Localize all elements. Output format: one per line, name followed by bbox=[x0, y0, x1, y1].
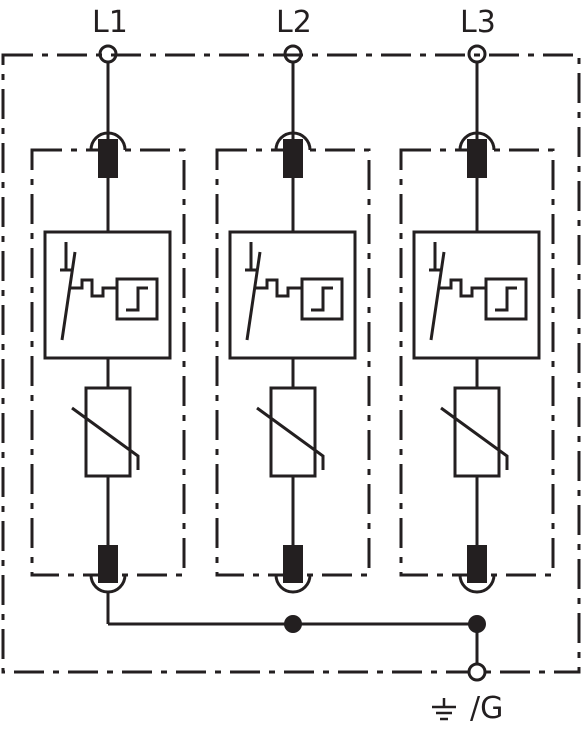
fuse-block bbox=[467, 545, 487, 583]
ground-terminal bbox=[467, 662, 487, 682]
fuse-block bbox=[283, 545, 303, 583]
fuse-block bbox=[283, 139, 303, 178]
connector-arc bbox=[274, 574, 312, 594]
protection-module-3 bbox=[399, 44, 555, 594]
linkage-symbol bbox=[70, 278, 117, 298]
protection-module-2 bbox=[215, 44, 371, 594]
terminal-label-l3: L3 bbox=[460, 5, 496, 40]
disconnector-box bbox=[43, 230, 172, 360]
varistor-diagonal bbox=[71, 406, 140, 470]
enclosure-outline bbox=[1, 53, 581, 674]
varistor-diagonal bbox=[440, 406, 509, 470]
switch-symbol bbox=[60, 242, 77, 341]
ground-icon bbox=[432, 698, 456, 721]
fuse-block bbox=[467, 139, 487, 178]
disconnector-box bbox=[228, 230, 357, 360]
linkage-symbol bbox=[439, 278, 486, 298]
thermal-element bbox=[300, 277, 344, 321]
terminal-label-l1: L1 bbox=[92, 5, 128, 40]
connector-arc bbox=[458, 131, 496, 151]
varistor bbox=[269, 386, 317, 478]
junction-dot bbox=[468, 615, 486, 633]
fuse-block bbox=[98, 139, 118, 178]
thermal-element bbox=[484, 277, 528, 321]
step-symbol bbox=[495, 286, 517, 312]
step-symbol bbox=[311, 286, 333, 312]
step-symbol bbox=[126, 286, 148, 312]
switch-symbol bbox=[245, 242, 262, 341]
switch-symbol bbox=[429, 242, 446, 341]
disconnector-box bbox=[412, 230, 541, 360]
protection-module-1 bbox=[30, 44, 186, 594]
varistor bbox=[84, 386, 132, 478]
connector-arc bbox=[458, 574, 496, 594]
varistor-diagonal bbox=[256, 406, 325, 470]
ground-label: /G bbox=[470, 691, 504, 726]
varistor bbox=[453, 386, 501, 478]
thermal-element bbox=[115, 277, 159, 321]
terminal-label-l2: L2 bbox=[276, 5, 312, 40]
connector-arc bbox=[274, 131, 312, 151]
fuse-block bbox=[98, 545, 118, 583]
linkage-symbol bbox=[255, 278, 302, 298]
connector-arc bbox=[89, 131, 127, 151]
junction-dot bbox=[284, 615, 302, 633]
